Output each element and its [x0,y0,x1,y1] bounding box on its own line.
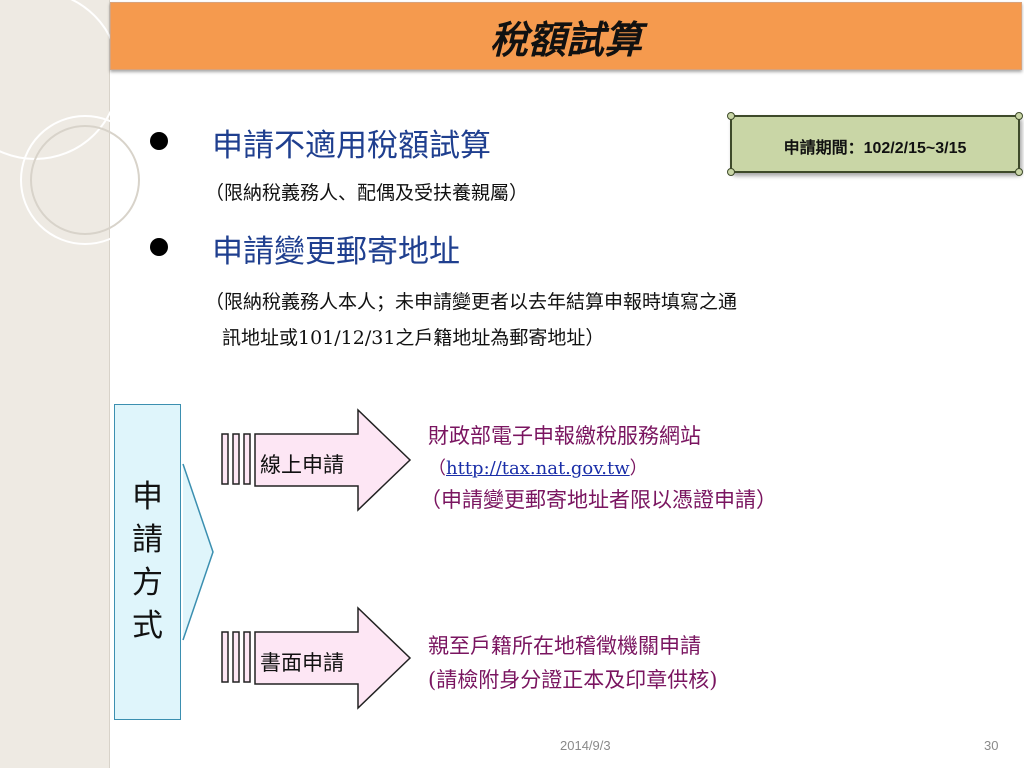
scroll-curl [727,112,735,120]
title-bar: 稅額試算 [110,2,1022,70]
slide-title: 稅額試算 [489,16,642,62]
period-badge: 申請期間：102/2/15~3/15 [727,112,1023,176]
chevron-connector [182,463,214,641]
paren-close: ） [629,458,648,479]
arrow-label: 書面申請 [260,651,344,675]
footer-page-number: 30 [984,738,999,753]
paper-method-line2: (請檢附身分證正本及印章供核) [428,668,718,692]
left-decor-panel [0,0,150,768]
arrow-right-icon [221,408,412,512]
method-box-char: 方 [132,565,163,601]
method-box-char: 式 [132,608,163,644]
decor-ring [20,115,150,245]
scroll-curl [1015,168,1023,176]
method-box: 申 請 方 式 [114,404,181,720]
tax-website-link[interactable]: http://tax.nat.gov.tw [446,458,630,479]
arrow-right-icon [221,606,412,710]
method-box-char: 請 [132,522,163,558]
scroll-curl [727,168,735,176]
bullet-heading: 申請變更郵寄地址 [212,234,460,270]
bullet-dot [150,238,168,256]
online-method-line1: 財政部電子申報繳稅服務網站 [428,424,701,448]
bullet-subtext: （限納稅義務人本人；未申請變更者以去年結算申報時填寫之通 [205,291,738,313]
footer-date: 2014/9/3 [560,738,611,753]
online-method-line2: （http://tax.nat.gov.tw） [428,454,648,480]
bullet-subtext: 訊地址或101/12/31之戶籍地址為郵寄地址） [222,327,605,349]
paper-apply-arrow: 書面申請 [220,606,415,710]
decor-ring [30,125,140,235]
bullet-subtext: （限納稅義務人、配偶及受扶養親屬） [205,182,529,204]
method-box-char: 申 [132,479,163,515]
bullet-dot [150,132,168,150]
bullet-heading: 申請不適用稅額試算 [212,128,491,164]
paren-open: （ [428,458,446,479]
arrow-label: 線上申請 [260,453,344,477]
scroll-curl [1015,112,1023,120]
period-label: 申請期間：102/2/15~3/15 [783,140,967,157]
online-method-line3: （申請變更郵寄地址者限以憑證申請） [420,488,777,512]
paper-method-line1: 親至戶籍所在地稽徵機關申請 [428,634,701,658]
online-apply-arrow: 線上申請 [220,408,415,512]
